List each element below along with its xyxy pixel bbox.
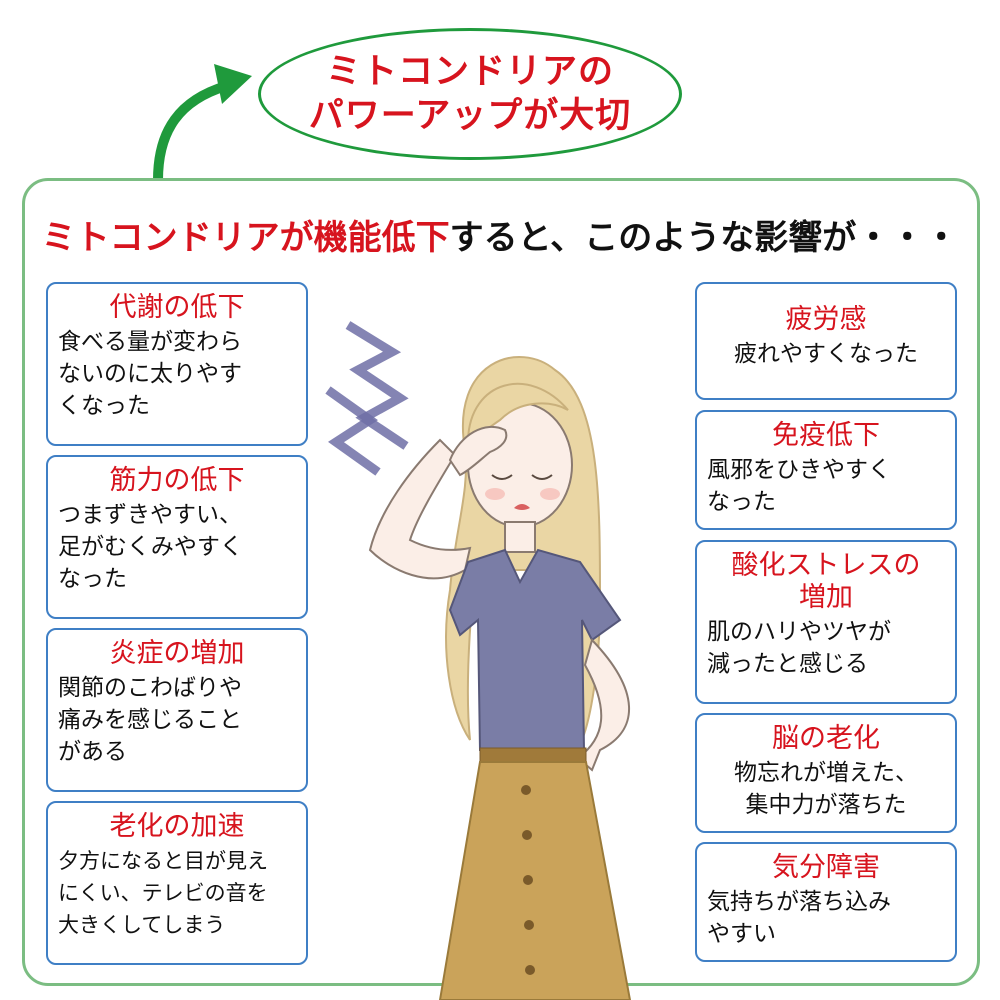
- card-title: 筋力の低下: [109, 465, 245, 496]
- card-title: 気分障害: [772, 852, 880, 883]
- card-body: 肌のハリやツヤが 減ったと感じる: [707, 619, 891, 677]
- card-body: 気持ちが落ち込み やすい: [707, 889, 891, 947]
- headline-highlight: ミトコンドリアが機能低下: [41, 218, 450, 258]
- card-title: 酸化ストレスの 増加: [731, 550, 921, 613]
- banner-oval: ミトコンドリアの パワーアップが大切: [258, 28, 682, 160]
- card-body: 夕方になると目が見え にくい、テレビの音を 大きくしてしまう: [58, 849, 268, 937]
- card-title: 炎症の増加: [109, 638, 245, 669]
- card-title: 脳の老化: [772, 723, 880, 754]
- effect-card-oxidative-stress: 酸化ストレスの 増加 肌のハリやツヤが 減ったと感じる: [695, 540, 957, 704]
- headline: ミトコンドリアが機能低下すると、このような影響が・・・: [0, 216, 1000, 260]
- card-title: 免疫低下: [772, 420, 880, 451]
- effect-card-aging: 老化の加速 夕方になると目が見え にくい、テレビの音を 大きくしてしまう: [46, 801, 308, 965]
- headline-rest: すると、このような影響が・・・: [449, 218, 959, 258]
- effect-card-brain-aging: 脳の老化 物忘れが増えた、 集中力が落ちた: [695, 713, 957, 833]
- effect-card-inflammation: 炎症の増加 関節のこわばりや 痛みを感じること がある: [46, 628, 308, 792]
- effect-card-fatigue: 疲労感 疲れやすくなった: [695, 282, 957, 400]
- banner-line-1: ミトコンドリアの: [325, 52, 614, 92]
- card-body: 疲れやすくなった: [734, 341, 918, 367]
- card-title: 代謝の低下: [109, 292, 245, 323]
- banner-line-2: パワーアップが大切: [308, 96, 632, 136]
- effect-card-muscle: 筋力の低下 つまずきやすい、 足がむくみやすく なった: [46, 455, 308, 619]
- effect-card-metabolism: 代謝の低下 食べる量が変わら ないのに太りやす くなった: [46, 282, 308, 446]
- effect-card-mood: 気分障害 気持ちが落ち込み やすい: [695, 842, 957, 962]
- card-body: 関節のこわばりや 痛みを感じること がある: [58, 675, 242, 765]
- card-title: 疲労感: [785, 304, 867, 335]
- card-title: 老化の加速: [109, 811, 245, 842]
- card-body: 物忘れが増えた、 集中力が落ちた: [734, 760, 918, 818]
- card-body: 風邪をひきやすく なった: [707, 457, 891, 515]
- card-body: つまずきやすい、 足がむくみやすく なった: [58, 502, 243, 592]
- woman-with-headache-illustration: [325, 321, 632, 1000]
- card-body: 食べる量が変わら ないのに太りやす くなった: [58, 329, 242, 419]
- effect-card-immunity: 免疫低下 風邪をひきやすく なった: [695, 410, 957, 530]
- arrow-up-icon: [153, 64, 252, 185]
